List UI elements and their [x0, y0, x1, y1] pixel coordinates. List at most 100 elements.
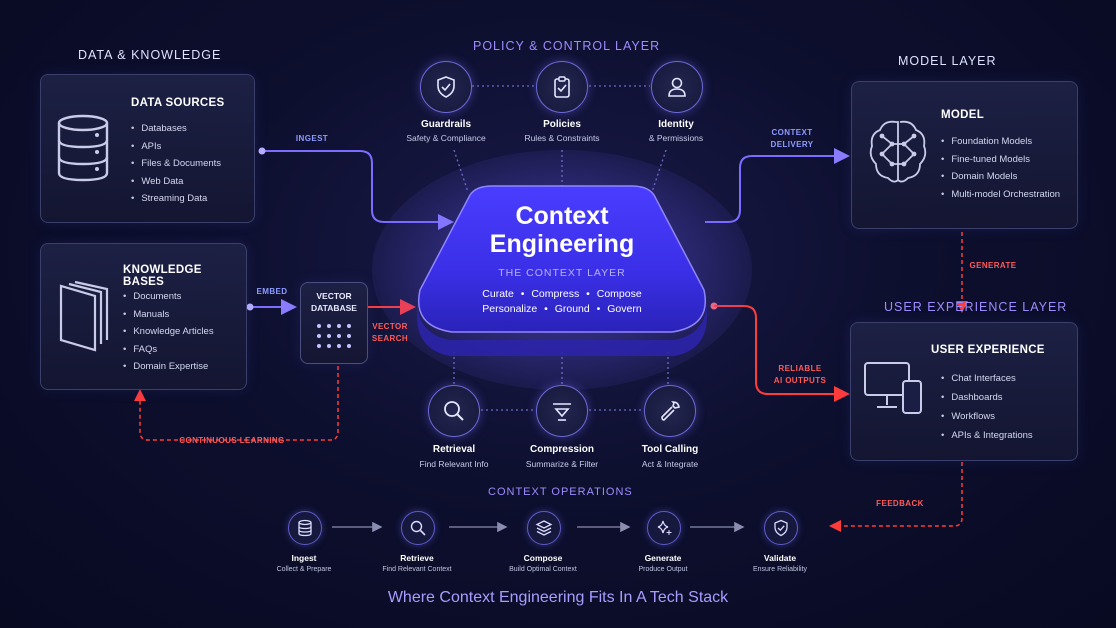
ux-layer-heading: USER EXPERIENCE LAYER — [884, 300, 1068, 314]
ingest-connector — [262, 150, 454, 230]
op-compose-node — [527, 511, 561, 545]
op-ingest-label: Ingest — [291, 553, 317, 563]
hub-verb: Compose — [596, 288, 642, 300]
op-validate-sub: Ensure Reliability — [752, 566, 808, 573]
footer-caption: Where Context Engineering Fits In A Tech… — [387, 589, 729, 606]
identity-node — [651, 61, 703, 113]
hub-title-line2: Engineering — [489, 230, 635, 258]
list-item: Streaming Data — [131, 190, 221, 208]
list-item: Multi-model Orchestration — [941, 186, 1060, 204]
policies-label: Policies — [543, 119, 581, 130]
dot-separator: • — [544, 303, 548, 315]
list-item: Foundation Models — [941, 133, 1060, 151]
model-layer-heading: MODEL LAYER — [898, 54, 997, 68]
hub-title-line1: Context — [515, 202, 609, 230]
dot-separator: • — [596, 303, 601, 315]
hub-verbs-row1: Curate • Compress • Compose — [442, 288, 682, 300]
filter-icon — [553, 403, 571, 421]
reliable-outputs-connector — [714, 305, 850, 402]
vector-grid-icon — [317, 324, 351, 348]
continuous-learning-connector — [134, 366, 339, 441]
op-validate-node — [764, 511, 798, 545]
sparkle-icon — [657, 520, 672, 535]
retrieval-sub: Find Relevant Info — [419, 459, 489, 469]
retrieval-label: Retrieval — [432, 444, 476, 455]
shield-check-icon — [437, 76, 455, 98]
context-hub — [418, 185, 706, 333]
user-experience-list: Chat Interfaces Dashboards Workflows API… — [941, 369, 1033, 445]
list-item: Manuals — [123, 306, 214, 324]
devices-icon — [864, 362, 922, 414]
op-ingest-node — [288, 511, 322, 545]
policies-sub: Rules & Constraints — [524, 133, 600, 143]
context-delivery-label-1: CONTEXT — [771, 128, 813, 137]
model-list: Foundation Models Fine-tuned Models Doma… — [941, 133, 1060, 203]
identity-label: Identity — [658, 119, 694, 130]
vector-database-label-2: DATABASE — [311, 303, 357, 313]
list-item: Workflows — [941, 407, 1033, 426]
reliable-outputs-label-1: RELIABLE — [778, 364, 822, 373]
compression-label: Compression — [530, 444, 594, 455]
brain-network-icon — [869, 120, 927, 183]
list-item: Domain Models — [941, 168, 1060, 186]
hub-verb: Curate — [482, 288, 514, 300]
op-retrieve-label: Retrieve — [400, 553, 434, 563]
feedback-label: FEEDBACK — [876, 499, 924, 508]
knowledge-bases-card: KNOWLEDGE BASES Documents Manuals Knowle… — [40, 243, 247, 390]
data-knowledge-heading: DATA & KNOWLEDGE — [78, 48, 222, 62]
guardrails-sub: Safety & Compliance — [406, 133, 486, 143]
data-sources-list: Databases APIs Files & Documents Web Dat… — [131, 120, 221, 208]
knowledge-bases-title: KNOWLEDGE BASES — [123, 264, 202, 288]
tool-calling-node — [644, 385, 696, 437]
clipboard-check-icon — [554, 76, 570, 98]
list-item: APIs & Integrations — [941, 426, 1032, 445]
op-compose-sub: Build Optimal Context — [509, 566, 577, 573]
model-title: MODEL — [941, 109, 985, 121]
hub-verb: Personalize — [482, 303, 538, 315]
wrench-icon — [661, 401, 680, 421]
knowledge-bases-list: Documents Manuals Knowledge Articles FAQ… — [123, 288, 214, 376]
op-compose-label: Compose — [523, 553, 563, 563]
list-item: Documents — [123, 288, 214, 306]
embed-label: EMBED — [256, 287, 288, 296]
context-hub-base — [417, 300, 707, 356]
user-experience-title: USER EXPERIENCE — [931, 344, 1045, 356]
user-experience-card: USER EXPERIENCE Chat Interfaces Dashboar… — [850, 322, 1078, 461]
op-generate-node — [647, 511, 681, 545]
op-ingest-sub: Collect & Prepare — [276, 566, 332, 573]
list-item: Domain Expertise — [123, 358, 214, 376]
list-item: Chat Interfaces — [941, 369, 1033, 388]
op-validate-label: Validate — [763, 553, 797, 563]
continuous-learning-label: CONTINUOUS LEARNING — [179, 436, 285, 445]
op-generate-sub: Produce Output — [638, 566, 688, 573]
shield-check-icon — [774, 519, 788, 537]
context-ops-heading: CONTEXT OPERATIONS — [488, 486, 633, 498]
list-item: Databases — [131, 120, 221, 138]
vector-search-label-1: VECTOR — [372, 322, 408, 331]
data-sources-title: DATA SOURCES — [131, 97, 225, 109]
policies-node — [536, 61, 588, 113]
hub-verbs-row2: Personalize • Ground • Govern — [442, 303, 682, 315]
guardrails-label: Guardrails — [420, 119, 472, 130]
vector-database-label-1: VECTOR — [316, 291, 352, 301]
retrieval-node — [428, 385, 480, 437]
database-stack-icon — [57, 114, 109, 182]
list-item: Fine-tuned Models — [941, 151, 1060, 169]
list-item: APIs — [131, 138, 221, 156]
search-icon — [410, 520, 426, 536]
hub-verb: Ground — [554, 303, 590, 315]
op-retrieve-node — [401, 511, 435, 545]
compression-node — [536, 385, 588, 437]
model-card: MODEL Foundation Models Fine-tuned Model… — [851, 81, 1078, 229]
database-icon — [298, 519, 312, 537]
reliable-outputs-label-2: AI OUTPUTS — [773, 376, 827, 385]
op-generate-label: Generate — [644, 553, 682, 563]
books-icon — [59, 280, 109, 352]
policy-control-heading: POLICY & CONTROL LAYER — [473, 39, 661, 53]
user-icon — [668, 77, 686, 97]
tool-calling-label: Tool Calling — [641, 444, 699, 455]
vector-search-label-2: SEARCH — [371, 334, 409, 343]
dot-separator: • — [520, 288, 525, 300]
compression-sub: Summarize & Filter — [525, 459, 599, 469]
